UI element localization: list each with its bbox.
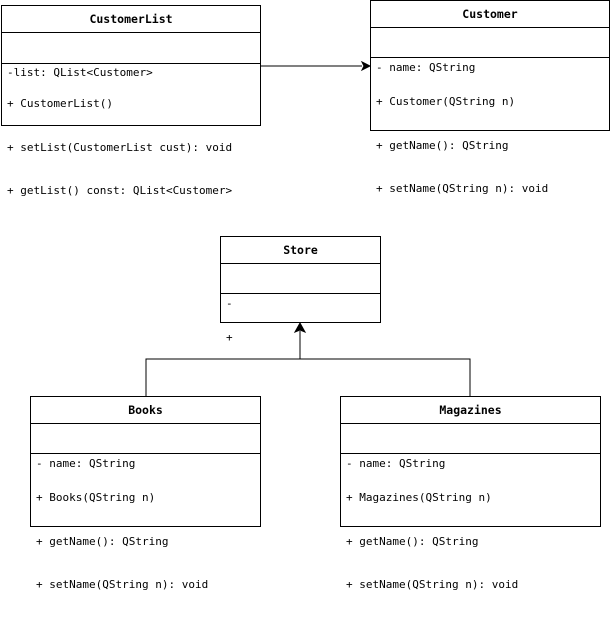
operations-section: + Magazines(QString n) + getName(): QStr…	[341, 454, 600, 622]
operations-section: + Customer(QString n) + getName(): QStri…	[371, 58, 609, 226]
operation: + getName(): QString	[376, 138, 509, 152]
attribute: - name: QString	[36, 457, 136, 470]
operation: +	[226, 331, 233, 344]
operation: + getList() const: QList<Customer>	[7, 184, 233, 197]
class-name: Customer	[371, 1, 609, 28]
operation: + setName(QString n): void	[36, 578, 209, 591]
class-name: Books	[31, 397, 260, 424]
operations-section: +	[221, 294, 380, 375]
operation: + getName(): QString	[346, 534, 479, 548]
operations-section: + Books(QString n) + getName(): QString …	[31, 454, 260, 622]
attribute: -list: QList<Customer>	[7, 66, 153, 79]
operations-section: + CustomerList() + setList(CustomerList …	[2, 64, 260, 228]
attributes-section: - name: QString	[371, 28, 609, 74]
attribute: - name: QString	[346, 457, 446, 470]
operation: + setName(QString n): void	[346, 578, 519, 591]
operation: + Customer(QString n)	[376, 95, 516, 108]
class-magazines[interactable]: Magazines - name: QString + Magazines(QS…	[340, 396, 601, 591]
class-customer[interactable]: Customer - name: QString + Customer(QStr…	[370, 0, 610, 195]
attributes-section: -list: QList<Customer>	[2, 33, 260, 79]
operation: + CustomerList()	[7, 97, 113, 110]
class-name: Magazines	[341, 397, 600, 424]
operation: + Magazines(QString n)	[346, 491, 492, 504]
operation: + Books(QString n)	[36, 491, 156, 504]
attributes-section: - name: QString	[341, 424, 600, 470]
attributes-section: - name: QString	[31, 424, 260, 470]
attributes-section: -	[221, 264, 380, 310]
class-store[interactable]: Store - +	[220, 236, 381, 344]
operation: + getName(): QString	[36, 534, 169, 548]
association-arrowhead	[360, 60, 372, 72]
class-books[interactable]: Books - name: QString + Books(QString n)…	[30, 396, 261, 591]
operation: + setList(CustomerList cust): void	[7, 140, 233, 154]
class-name: CustomerList	[2, 6, 260, 33]
class-name: Store	[221, 237, 380, 264]
attribute: -	[226, 297, 233, 310]
operation: + setName(QString n): void	[376, 182, 549, 195]
class-customerlist[interactable]: CustomerList -list: QList<Customer> + Cu…	[1, 5, 261, 197]
attribute: - name: QString	[376, 61, 476, 74]
